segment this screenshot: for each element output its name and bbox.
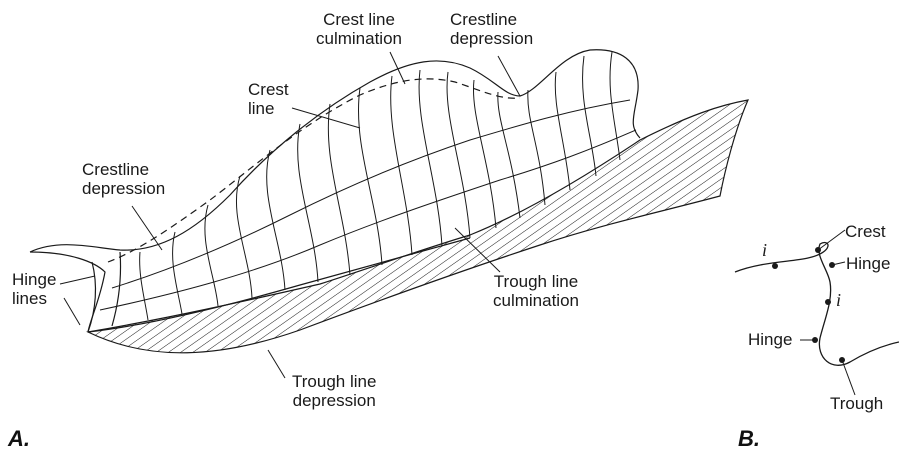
- label-crest-line-culmination: Crest line culmination: [316, 10, 402, 48]
- label-text: culmination: [316, 29, 402, 48]
- label-text: culmination: [493, 291, 579, 310]
- label-trough-line-culmination: Trough line culmination: [493, 272, 579, 310]
- leader-hinge-lines-a: [60, 276, 95, 284]
- label-trough-line-depression: Trough line depression: [292, 372, 376, 410]
- leader-crestline-depression-top: [498, 56, 520, 96]
- label-crest: Crest: [845, 222, 886, 241]
- leader-hinge-lines-b: [64, 298, 80, 325]
- inflection-point-2: [825, 299, 831, 305]
- label-crestline-depression-left: Crestline depression: [82, 160, 165, 198]
- label-text: Trough line: [493, 272, 579, 291]
- panel-label-a: A.: [8, 426, 30, 452]
- label-text: Hinge: [12, 270, 56, 289]
- label-text: Crest line: [316, 10, 402, 29]
- label-text: Trough line: [292, 372, 376, 391]
- label-text: depression: [82, 179, 165, 198]
- panel-label-b: B.: [738, 426, 760, 452]
- label-hinge-right: Hinge: [846, 254, 890, 273]
- folded-surface-a: [30, 50, 748, 353]
- inflection-point-1: [772, 263, 778, 269]
- leader-crest-line-culmination: [390, 52, 405, 84]
- hinge-line-front-a: [88, 262, 95, 332]
- label-hinge-left: Hinge: [748, 330, 792, 349]
- label-crestline-depression-top: Crestline depression: [450, 10, 533, 48]
- label-trough: Trough: [830, 394, 883, 413]
- leader-crestline-depression-left: [132, 206, 162, 250]
- hinge-line-front-b: [112, 252, 121, 326]
- crest-line: [108, 79, 520, 262]
- leader-trough-line-depression: [268, 350, 285, 378]
- label-text: line: [248, 99, 289, 118]
- label-text: depression: [292, 391, 376, 410]
- label-inflection-2: i: [836, 290, 841, 311]
- label-hinge-lines: Hinge lines: [12, 270, 56, 308]
- label-text: Crestline: [450, 10, 533, 29]
- leader-crest-line: [292, 108, 360, 128]
- label-text: Crest: [248, 80, 289, 99]
- label-text: Crestline: [82, 160, 165, 179]
- label-text: depression: [450, 29, 533, 48]
- label-inflection-1: i: [762, 240, 767, 261]
- label-text: lines: [12, 289, 56, 308]
- label-crest-line: Crest line: [248, 80, 289, 118]
